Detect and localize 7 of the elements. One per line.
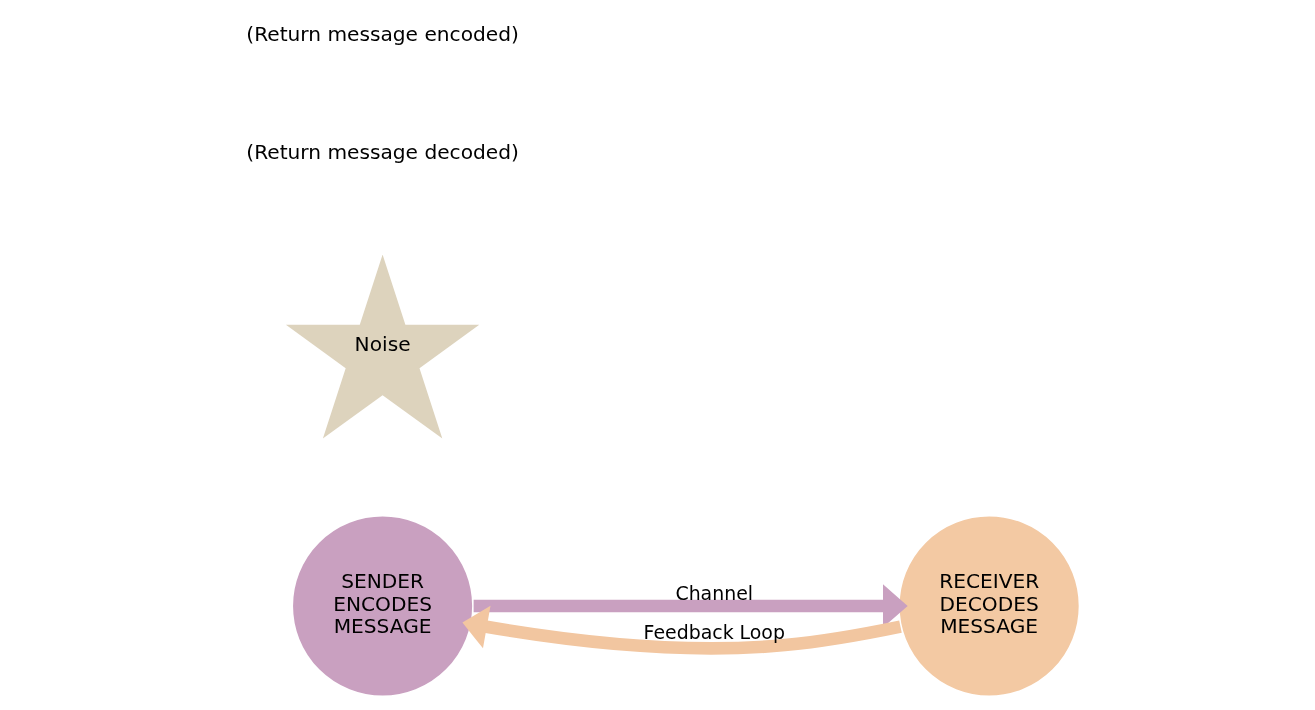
node-circle: SENDER ENCODES MESSAGE [290, 513, 475, 698]
edge-label: Feedback Loop [643, 620, 785, 643]
edge-label: Channel [675, 581, 754, 604]
node-circle: RECEIVER DECODES MESSAGE [897, 513, 1082, 698]
arrow [462, 605, 902, 655]
label: (Return message decoded) [246, 140, 519, 165]
label: (Return message encoded) [246, 21, 519, 46]
